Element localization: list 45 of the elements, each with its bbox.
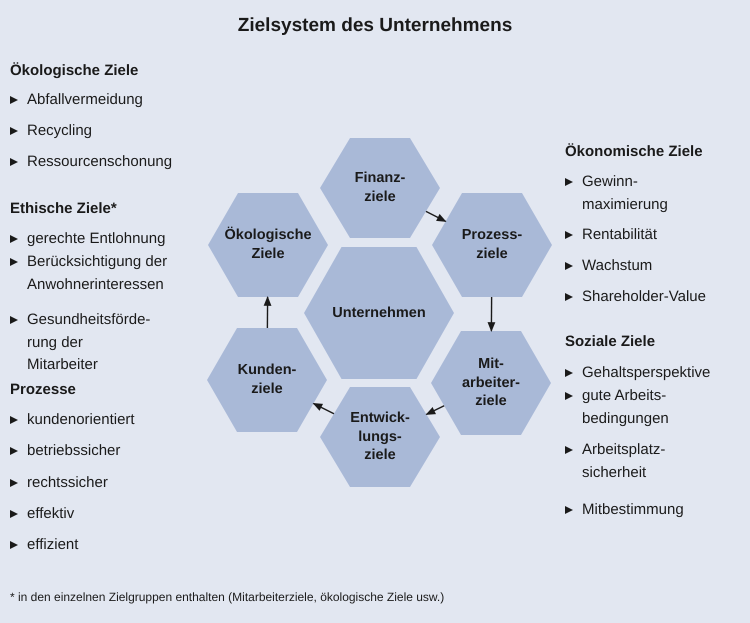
hexagon [432, 193, 552, 297]
list-item: Wachstum [582, 256, 654, 276]
list-item: Arbeitsplatz- sicherheit [582, 440, 666, 482]
hexagon-label: Prozess- ziele [460, 226, 524, 264]
hexagon [207, 328, 327, 432]
title: Zielsystem des Unternehmens [236, 15, 514, 37]
hexagon [208, 193, 328, 297]
list-item: Recycling [27, 121, 94, 141]
hexagon-label: Entwick- lungs- ziele [349, 408, 411, 466]
list-item: gerechte Entlohnung [27, 229, 166, 249]
list-item: effektiv [27, 504, 76, 524]
section-heading: Ökonomische Ziele [565, 142, 703, 162]
list-item: Mitbestimmung [582, 500, 685, 520]
list-item: Ressourcenschonung [27, 152, 174, 172]
arrow [426, 405, 444, 416]
list-item: Abfallvermeidung [27, 90, 144, 110]
footnote: * in den einzelnen Zielgruppen enthalten (Mitarbeiterziele, ökologische Ziele usw.) [10, 589, 444, 606]
list-item: Gewinn- maximierung [582, 172, 669, 214]
list-item: gute Arbeits- bedingungen [582, 386, 670, 428]
list-item: Berücksichtigung der Anwohnerinteressen [27, 252, 168, 294]
list-item: Gesundheitsförde- rung der Mitarbeiter [27, 310, 152, 375]
list-item: betriebssicher [27, 441, 122, 461]
arrow [312, 402, 334, 414]
arrow [264, 296, 272, 328]
list-item: rechtssicher [27, 473, 109, 493]
section-heading: Ethische Ziele* [10, 199, 117, 219]
list-item: Shareholder-Value [582, 287, 707, 307]
hexagon [320, 387, 440, 487]
hexagon-label: Finanz- ziele [354, 169, 406, 207]
hexagon-label: Kunden- ziele [236, 361, 298, 399]
list-item: kundenorientiert [27, 410, 136, 430]
list-item: Gehaltsperspektive [582, 363, 712, 383]
list-item: Rentabilität [582, 225, 658, 245]
hexagon [304, 247, 454, 379]
section-heading: Soziale Ziele [565, 332, 656, 352]
hexagon [431, 331, 551, 435]
arrow [426, 210, 446, 222]
arrow [488, 297, 496, 332]
hexagon-label: Mit- arbeiter- ziele [460, 354, 522, 412]
hexagon-label: Ökologische Ziele [223, 226, 313, 264]
hexagon [320, 138, 440, 238]
hexagon-label: Unternehmen [331, 304, 427, 322]
list-item: effizient [27, 535, 80, 555]
section-heading: Prozesse [10, 380, 76, 400]
section-heading: Ökologische Ziele [10, 61, 138, 81]
